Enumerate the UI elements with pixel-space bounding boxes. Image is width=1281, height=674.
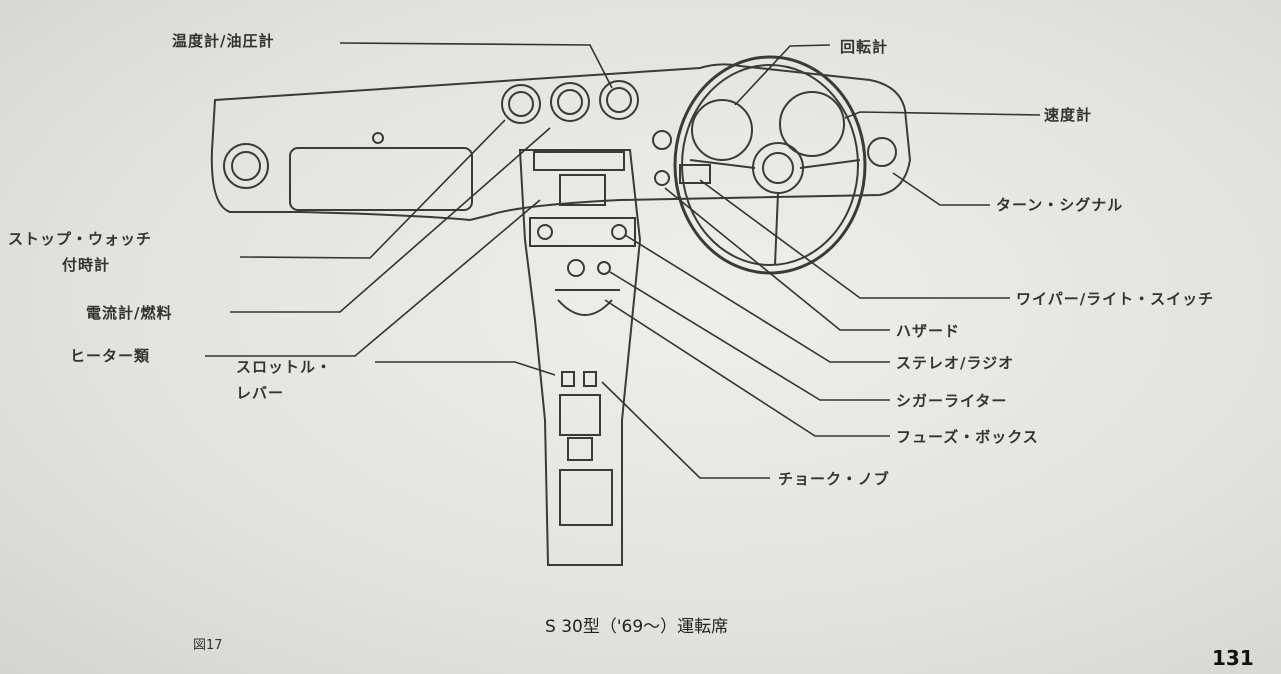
leader-temp-oil: [339, 42, 613, 89]
label-throttle-line1: スロットル・: [236, 358, 333, 376]
leader-speedo: [844, 111, 1041, 119]
label-wiper-light: ワイパー/ライト・スイッチ: [1016, 290, 1215, 308]
leader-ammeter: [230, 127, 551, 313]
leader-heater: [205, 199, 541, 357]
leader-stereo: [624, 234, 890, 363]
turn-signal-indicator: [867, 137, 897, 167]
figure-number: 図17: [193, 638, 223, 653]
label-fuse: フューズ・ボックス: [896, 428, 1039, 446]
leader-hazard: [664, 187, 890, 331]
leader-throttle: [375, 361, 556, 376]
leader-clock: [239, 119, 506, 259]
throttle-lever: [561, 371, 575, 387]
label-hazard: ハザード: [896, 322, 961, 340]
label-throttle-line2: レバー: [236, 384, 285, 402]
leader-turn-signal: [892, 172, 990, 206]
leader-choke: [601, 381, 770, 479]
leader-fuse: [604, 299, 890, 437]
label-cigar: シガーライター: [896, 392, 1008, 410]
stereo-knob-left: [537, 224, 553, 240]
leader-cigar: [609, 271, 890, 401]
steering-hub: [752, 142, 804, 194]
label-speedo: 速度計: [1044, 106, 1093, 124]
leader-wiper: [699, 179, 1010, 299]
speedometer: [779, 91, 845, 157]
label-stereo: ステレオ/ラジオ: [896, 354, 1015, 372]
ammeter-fuel-gauge: [550, 82, 590, 122]
radio-panel: [533, 151, 625, 171]
label-turn-signal: ターン・シグナル: [996, 196, 1124, 214]
leader-tach: [734, 44, 831, 106]
glovebox: [289, 147, 473, 211]
center-console: [518, 149, 642, 566]
label-clock-line2: 付時計: [62, 256, 111, 274]
label-heater: ヒーター類: [70, 347, 151, 365]
label-ammeter-fuel: 電流計/燃料: [86, 304, 173, 322]
left-vent-icon: [223, 143, 269, 189]
dashboard-outline: [210, 63, 912, 222]
choke-knob: [583, 371, 597, 387]
cigar-lighter: [597, 261, 611, 275]
label-temp-oil: 温度計/油圧計: [172, 32, 275, 50]
clock-gauge: [501, 84, 541, 124]
label-tach: 回転計: [840, 38, 889, 56]
label-choke: チョーク・ノブ: [778, 470, 890, 488]
page-number: 131: [1212, 646, 1254, 670]
stereo-knob-right: [611, 224, 627, 240]
figure-caption: S 30型（'69～）運転席: [545, 617, 729, 637]
temp-oil-gauge: [599, 80, 639, 120]
tachometer: [691, 99, 753, 161]
glovebox-lock-icon: [372, 132, 384, 144]
label-clock-line1: ストップ・ウォッチ: [8, 230, 153, 248]
